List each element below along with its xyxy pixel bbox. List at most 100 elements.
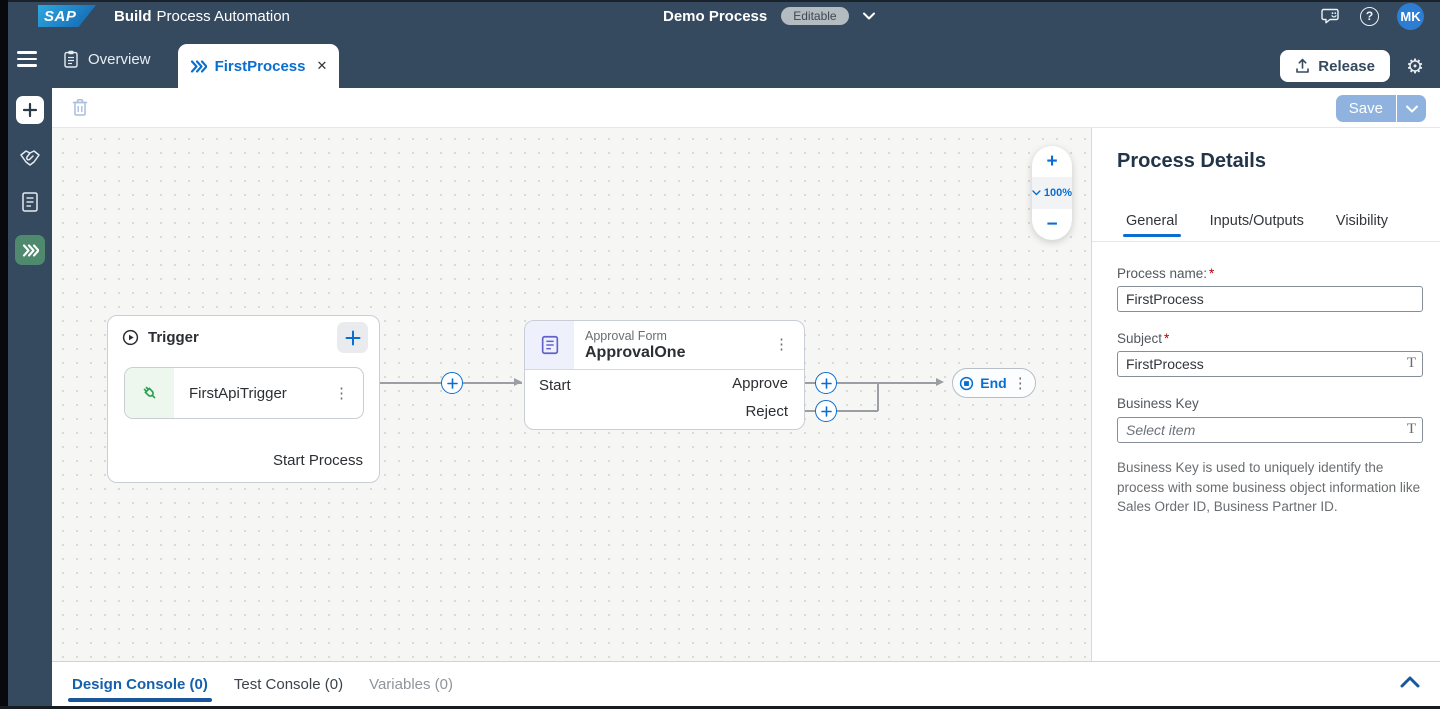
console-bar: Design Console (0) Test Console (0) Vari… (52, 661, 1440, 706)
avatar-initials: MK (1400, 8, 1421, 24)
app-title-bold: Build (114, 7, 152, 25)
connector-approve-end (837, 382, 936, 384)
clipboard-icon (64, 50, 78, 68)
tab-variables[interactable]: Variables (0) (369, 675, 453, 693)
approval-input-start: Start (539, 377, 571, 394)
plus-icon (446, 377, 458, 389)
add-step-button[interactable] (441, 372, 463, 394)
trigger-name: FirstApiTrigger (189, 384, 287, 402)
delete-button[interactable] (70, 97, 90, 123)
end-icon (960, 376, 974, 390)
save-split-button: Save (1335, 95, 1426, 122)
chevron-down-icon (1032, 190, 1041, 196)
end-node[interactable]: End ⋮ (952, 368, 1036, 398)
sap-logo-text: SAP (44, 7, 77, 25)
sidebar-item-forms[interactable] (20, 191, 40, 218)
add-step-approve-button[interactable] (815, 372, 837, 394)
process-name-field-wrap (1117, 286, 1423, 312)
plug-icon (143, 386, 155, 399)
trigger-header: Trigger (122, 329, 199, 346)
process-name-input[interactable] (1117, 286, 1423, 312)
close-icon[interactable]: ✕ (316, 58, 328, 73)
window-edge-left (0, 0, 8, 709)
add-trigger-button[interactable] (337, 322, 368, 353)
help-icon[interactable]: ? (1360, 6, 1379, 26)
zoom-in-button[interactable]: + (1046, 150, 1058, 172)
process-canvas[interactable]: + 100% − Trigger (52, 128, 1091, 661)
approval-type-label: Approval Form (585, 328, 667, 343)
trigger-panel[interactable]: Trigger FirstApiTrigger (107, 315, 380, 483)
window-edge-top (8, 0, 1440, 2)
business-key-label-text: Business Key (1117, 396, 1199, 411)
required-marker: * (1164, 331, 1170, 346)
start-process-action[interactable]: Start Process (272, 452, 363, 469)
zoom-level-value: 100% (1043, 187, 1072, 199)
zoom-widget: + 100% − (1032, 146, 1072, 240)
sidebar-item-lobby[interactable] (18, 147, 42, 172)
app-title-rest: Process Automation (156, 7, 290, 25)
save-label: Save (1348, 100, 1383, 117)
text-type-icon: T (1406, 421, 1416, 437)
release-label: Release (1318, 57, 1375, 75)
tab-overview[interactable]: Overview (63, 30, 151, 88)
status-badge[interactable]: Editable (781, 7, 849, 25)
add-step-reject-button[interactable] (815, 400, 837, 422)
required-marker: * (1209, 266, 1215, 281)
save-button[interactable]: Save (1335, 95, 1396, 122)
connector-reject-stub (805, 410, 815, 412)
business-key-input[interactable] (1117, 417, 1423, 443)
shell-actions: ? MK (1321, 2, 1424, 30)
trigger-overflow-icon[interactable]: ⋮ (334, 385, 350, 402)
page-title: Demo Process (663, 7, 768, 25)
tab-inputs-outputs[interactable]: Inputs/Outputs (1209, 213, 1304, 229)
tab-general[interactable]: General (1123, 213, 1181, 241)
approval-form-icon-cell (525, 321, 574, 369)
collapse-console-button[interactable] (1400, 675, 1420, 693)
business-key-label: Business Key (1117, 396, 1199, 411)
processes-chevrons-icon (22, 243, 39, 257)
window-edge-bottom (0, 706, 1440, 709)
end-overflow-icon[interactable]: ⋮ (1012, 375, 1029, 392)
sap-logo: SAP (38, 5, 96, 27)
forms-icon (22, 192, 38, 212)
release-button[interactable]: Release (1280, 50, 1390, 82)
subject-label-text: Subject (1117, 331, 1163, 346)
save-dropdown-button[interactable] (1397, 95, 1426, 122)
zoom-level-dropdown[interactable]: 100% (1032, 177, 1072, 209)
approval-output-reject: Reject (745, 403, 788, 420)
feedback-icon[interactable] (1321, 6, 1342, 26)
approval-overflow-icon[interactable]: ⋮ (774, 336, 790, 353)
details-tab-strip: General Inputs/Outputs Visibility (1092, 198, 1440, 242)
menu-icon[interactable] (17, 51, 37, 67)
plus-icon (820, 405, 832, 417)
tab-test-console[interactable]: Test Console (0) (233, 675, 344, 693)
shell-center: Demo Process Editable (663, 2, 875, 30)
subject-input[interactable] (1117, 351, 1423, 377)
plus-icon (345, 330, 360, 345)
avatar[interactable]: MK (1397, 2, 1424, 30)
create-new-button[interactable] (16, 96, 44, 124)
approval-node-body: Start Approve Reject (525, 370, 804, 429)
editor-toolbar: Save (52, 88, 1440, 128)
zoom-out-button[interactable]: − (1046, 213, 1058, 235)
trash-icon (72, 99, 88, 116)
release-upload-icon (1296, 58, 1310, 73)
chevron-down-icon[interactable] (862, 12, 875, 20)
business-key-help-text: Business Key is used to uniquely identif… (1117, 460, 1421, 515)
approval-form-node[interactable]: Approval Form ApprovalOne ⋮ Start Approv… (524, 320, 805, 430)
process-name-label: Process name:* (1117, 266, 1214, 281)
trigger-item[interactable]: FirstApiTrigger ⋮ (124, 367, 364, 419)
business-key-field-wrap: T (1117, 417, 1423, 443)
tab-visibility[interactable]: Visibility (1335, 213, 1389, 229)
gear-icon[interactable]: ⚙ (1406, 54, 1424, 78)
tab-firstprocess[interactable]: FirstProcess ✕ (178, 44, 339, 88)
tab-design-console[interactable]: Design Console (0) (68, 662, 212, 706)
help-glyph: ? (1365, 9, 1374, 23)
sidebar-item-processes[interactable] (15, 235, 45, 265)
subject-field-wrap: T (1117, 351, 1423, 377)
chevron-up-icon (1400, 676, 1420, 688)
api-trigger-icon-cell (125, 368, 174, 418)
arrowhead (514, 378, 522, 386)
